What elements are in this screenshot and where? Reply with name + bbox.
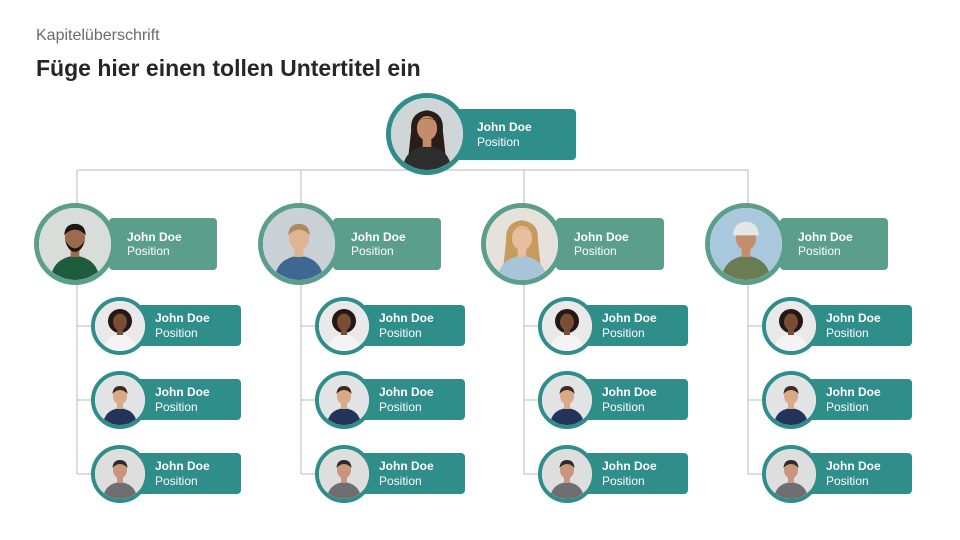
root-name: John Doe	[477, 120, 532, 135]
person-position: Position	[379, 325, 422, 340]
person-position: Position	[155, 399, 198, 414]
person-position: Position	[826, 473, 869, 488]
person-position: Position	[826, 325, 869, 340]
person-position: Position	[798, 244, 841, 258]
person-woman-curly-hair-icon	[315, 297, 373, 355]
person-woman-curly-hair-icon	[91, 297, 149, 355]
person-position: Position	[826, 399, 869, 414]
person-position: Position	[351, 244, 394, 258]
person-name: John Doe	[798, 229, 853, 244]
person-man-beard-icon	[34, 203, 116, 285]
person-woman-long-hair-icon	[386, 93, 468, 175]
person-position: Position	[602, 325, 645, 340]
person-name: John Doe	[826, 311, 881, 326]
person-position: Position	[574, 244, 617, 258]
person-man-suit-icon	[91, 371, 149, 429]
person-position: Position	[379, 399, 422, 414]
person-name: John Doe	[379, 459, 434, 474]
person-man-blazer-icon	[91, 445, 149, 503]
person-name: John Doe	[155, 459, 210, 474]
person-position: Position	[379, 473, 422, 488]
person-man-denim-shirt-icon	[258, 203, 340, 285]
person-name: John Doe	[826, 459, 881, 474]
person-position: Position	[155, 473, 198, 488]
person-name: John Doe	[826, 385, 881, 400]
person-name: John Doe	[602, 311, 657, 326]
person-name: John Doe	[127, 229, 182, 244]
person-name: John Doe	[155, 385, 210, 400]
person-woman-curly-hair-icon	[538, 297, 596, 355]
person-man-blazer-icon	[538, 445, 596, 503]
person-name: John Doe	[379, 311, 434, 326]
person-name: John Doe	[602, 459, 657, 474]
person-name: John Doe	[602, 385, 657, 400]
person-woman-helmet-icon	[705, 203, 787, 285]
person-man-blazer-icon	[762, 445, 820, 503]
person-woman-curly-hair-icon	[762, 297, 820, 355]
person-position: Position	[155, 325, 198, 340]
chapter-heading: Kapitelüberschrift	[36, 27, 160, 44]
person-woman-blonde-icon	[481, 203, 563, 285]
person-position: Position	[602, 473, 645, 488]
root-position: Position	[477, 134, 520, 149]
person-name: John Doe	[379, 385, 434, 400]
page-title: Füge hier einen tollen Untertitel ein	[36, 55, 421, 81]
person-man-suit-icon	[762, 371, 820, 429]
person-man-suit-icon	[315, 371, 373, 429]
person-man-blazer-icon	[315, 445, 373, 503]
person-man-suit-icon	[538, 371, 596, 429]
person-position: Position	[127, 244, 170, 258]
person-name: John Doe	[351, 229, 406, 244]
person-position: Position	[602, 399, 645, 414]
person-name: John Doe	[574, 229, 629, 244]
person-name: John Doe	[155, 311, 210, 326]
